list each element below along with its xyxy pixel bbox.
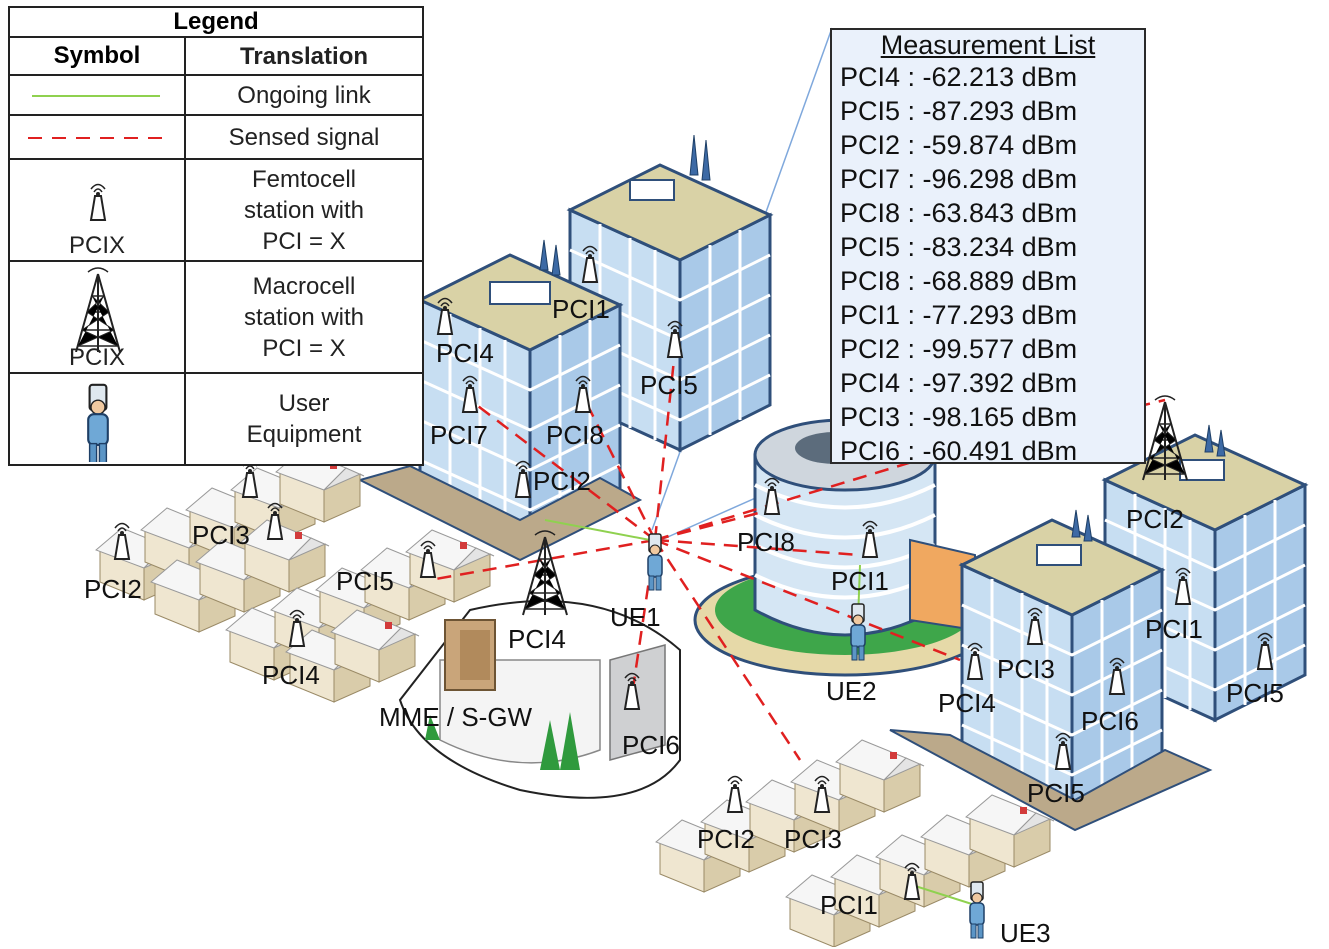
measurement-entry: PCI5 : -83.234 dBm (840, 232, 1078, 262)
label-pci3-building4: PCI3 (997, 654, 1055, 684)
measurement-entry: PCI7 : -96.298 dBm (840, 164, 1078, 194)
label-pci1-round: PCI1 (831, 566, 889, 596)
label-ue3: UE3 (1000, 918, 1051, 948)
base-plate-1 (357, 464, 643, 562)
ongoing-link-line (32, 95, 160, 97)
label-pci1-houses3: PCI1 (820, 890, 878, 920)
measurement-entry: PCI5 : -87.293 dBm (840, 96, 1078, 126)
label-pci1-building3: PCI1 (1145, 614, 1203, 644)
legend-symbol-label: PCIX (68, 232, 125, 259)
measurement-entry: PCI8 : -63.843 dBm (840, 198, 1078, 228)
legend-symbol-cell (10, 374, 186, 465)
office-building-1 (568, 134, 772, 452)
measurement-entry: PCI1 : -77.293 dBm (840, 300, 1078, 330)
legend-header-translation: Translation (239, 42, 369, 70)
label-pci1-building1: PCI1 (552, 294, 610, 324)
measurement-list: Measurement List PCI4 : -62.213 dBm PCI5… (830, 28, 1146, 466)
label-pci4-houses2: PCI4 (262, 660, 320, 690)
legend-symbol-label: PCIX (68, 344, 125, 371)
label-mme-sgw: MME / S-GW (379, 702, 533, 732)
label-pci2-houses3: PCI2 (697, 824, 755, 854)
legend-header-symbol: Symbol (10, 38, 186, 74)
office-building-2 (418, 239, 622, 542)
legend-row-femtocell: PCIX Femtocell station with PCI = X (10, 160, 422, 262)
label-pci6-mme: PCI6 (622, 730, 680, 760)
label-pci5-building1: PCI5 (640, 370, 698, 400)
label-pci8-round: PCI8 (737, 527, 795, 557)
measurement-entry: PCI2 : -99.577 dBm (840, 334, 1078, 364)
label-pci5-houses2: PCI5 (336, 566, 394, 596)
label-pci3-houses1: PCI3 (192, 520, 250, 550)
label-pci2-building3: PCI2 (1126, 504, 1184, 534)
measurement-entry: PCI8 : -68.889 dBm (840, 266, 1078, 296)
label-pci2-houses1: PCI2 (84, 574, 142, 604)
legend-symbol-cell (10, 116, 186, 158)
mme-building (398, 600, 681, 799)
legend-row-user-equipment: User Equipment (10, 374, 422, 465)
label-pci5-building3: PCI5 (1226, 678, 1284, 708)
ue3-icon (969, 881, 985, 939)
measurement-list-title: Measurement List (880, 30, 1096, 60)
measurement-entry: PCI6 : -60.491 dBm (840, 436, 1078, 466)
legend-header-row: Symbol Translation (10, 38, 422, 76)
base-plate-2 (889, 729, 1213, 832)
legend-translation: User Equipment (246, 390, 362, 448)
label-pci2-building2: PCI2 (533, 466, 591, 496)
legend-translation: Macrocell station with PCI = X (243, 272, 365, 362)
label-pci4-building2: PCI4 (436, 338, 494, 368)
measurement-entry: PCI4 : -62.213 dBm (840, 62, 1078, 92)
legend-translation: Sensed signal (228, 123, 380, 151)
label-pci3-houses3: PCI3 (784, 824, 842, 854)
legend-translation: Femtocell station with PCI = X (243, 165, 365, 255)
legend: Legend Symbol Translation Ongoing link S… (8, 6, 424, 466)
legend-symbol-cell (10, 76, 186, 114)
label-ue2: UE2 (826, 676, 877, 706)
ue1-icon (647, 533, 663, 591)
sensed-signal-dashed-line (28, 137, 164, 139)
user-equipment-icon (87, 383, 109, 465)
office-building-4 (960, 509, 1164, 807)
measurement-entry: PCI2 : -59.874 dBm (840, 130, 1078, 160)
label-pci7-building2: PCI7 (430, 420, 488, 450)
legend-symbol-cell: PCIX (10, 262, 186, 372)
femtocell-icon (90, 183, 106, 221)
legend-title: Legend (10, 8, 422, 38)
measurement-entry: PCI4 : -97.392 dBm (840, 368, 1078, 398)
label-ue1: UE1 (610, 602, 661, 632)
label-pci8-building2: PCI8 (546, 420, 604, 450)
legend-symbol-cell: PCIX (10, 160, 186, 260)
label-pci6-building4: PCI6 (1081, 706, 1139, 736)
macrocell-tower-icon (75, 267, 121, 353)
label-pci4-macro: PCI4 (508, 624, 566, 654)
legend-row-ongoing-link: Ongoing link (10, 76, 422, 116)
label-pci5-building4: PCI5 (1027, 778, 1085, 808)
macrocell-tower-icon (1142, 395, 1188, 481)
legend-row-macrocell: PCIX Macrocell station with PCI = X (10, 262, 422, 374)
measurement-entry: PCI3 : -98.165 dBm (840, 402, 1078, 432)
legend-translation: Ongoing link (237, 81, 371, 109)
label-pci4-building4: PCI4 (938, 688, 996, 718)
legend-row-sensed-signal: Sensed signal (10, 116, 422, 160)
